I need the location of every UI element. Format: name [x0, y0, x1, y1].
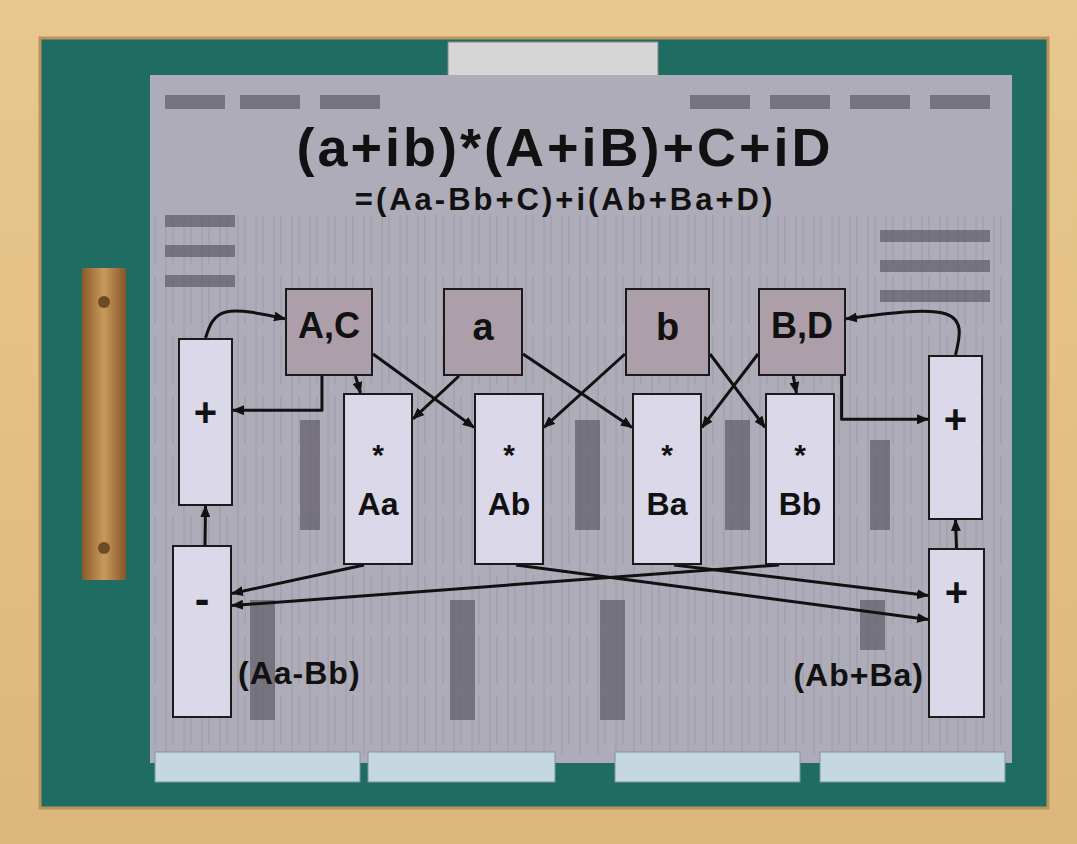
input-register: B,D [758, 288, 846, 376]
multiplier-chip: * Ba [632, 393, 702, 565]
result-label: (Aa-Bb) [238, 657, 361, 689]
signal-arrow [355, 376, 360, 393]
product-label: Ba [647, 488, 688, 520]
chip [690, 95, 750, 109]
multiply-sign: * [503, 440, 515, 470]
chip [880, 290, 990, 302]
title-formula: (a+ib)*(A+iB)+C+iD [150, 120, 980, 174]
screw [98, 542, 110, 554]
signal-arrow [544, 354, 625, 427]
product-label: Bb [779, 488, 822, 520]
top-connector [448, 42, 658, 78]
operand-label: A,C [298, 308, 360, 344]
signal-arrow [793, 376, 796, 393]
signal-arrow [232, 565, 364, 593]
chip [165, 245, 235, 257]
multiplier-chip: * Bb [765, 393, 835, 565]
multiply-sign: * [661, 440, 673, 470]
subtractor-unit: -(Aa-Bb) [172, 545, 232, 718]
signal-arrow [413, 376, 459, 419]
signal-arrow [710, 354, 765, 427]
chip [860, 600, 885, 650]
signal-arrow [204, 506, 208, 545]
edge-connector [820, 752, 1005, 782]
multiply-sign: * [794, 440, 806, 470]
expanded-formula: =(Aa-Bb+C)+i(Ab+Ba+D) [150, 184, 980, 215]
chip [165, 275, 235, 287]
signal-arrow [674, 565, 928, 596]
operand-label: b [656, 308, 679, 346]
circuit-board [150, 75, 1012, 763]
multiplier-chip: * Aa [343, 393, 413, 565]
chip [450, 600, 475, 720]
result-label: (Ab+Ba) [793, 659, 924, 691]
adder-unit: + [178, 338, 233, 506]
green-felt [40, 38, 1048, 808]
signal-arrow [702, 354, 758, 427]
signal-arrow [232, 565, 779, 606]
chip [165, 215, 235, 227]
multiply-sign: * [372, 440, 384, 470]
input-register: b [625, 288, 710, 376]
chip [870, 440, 890, 530]
signal-arrow [206, 311, 286, 338]
plus-sign: + [944, 399, 967, 439]
minus-sign: - [195, 577, 210, 621]
edge-connector [368, 752, 555, 782]
board-traces [150, 215, 1012, 755]
chip [930, 95, 990, 109]
edge-connector [155, 752, 360, 782]
signal-arrow [516, 565, 928, 619]
brass-plate [82, 268, 126, 580]
plus-sign: + [945, 572, 968, 612]
chip [880, 230, 990, 242]
plus-sign: + [194, 392, 217, 432]
chip [300, 420, 320, 530]
chip [850, 95, 910, 109]
operand-label: a [472, 308, 493, 346]
chip [600, 600, 625, 720]
adder-unit: + [928, 355, 983, 520]
multiplier-chip: * Ab [474, 393, 544, 565]
adder-unit: +(Ab+Ba) [928, 548, 985, 718]
signal-arrow [842, 376, 928, 419]
chip [770, 95, 830, 109]
chip [320, 95, 380, 109]
product-label: Ab [488, 488, 531, 520]
chip [575, 420, 600, 530]
operand-label: B,D [771, 308, 833, 344]
signal-arrow [233, 376, 322, 410]
screw [98, 296, 110, 308]
signal-arrow [846, 311, 959, 355]
edge-connector [615, 752, 800, 782]
input-register: A,C [285, 288, 373, 376]
input-register: a [443, 288, 523, 376]
chip [240, 95, 300, 109]
signal-arrow [956, 520, 957, 548]
chip [165, 95, 225, 109]
chip [880, 260, 990, 272]
chip [725, 420, 750, 530]
product-label: Aa [358, 488, 399, 520]
